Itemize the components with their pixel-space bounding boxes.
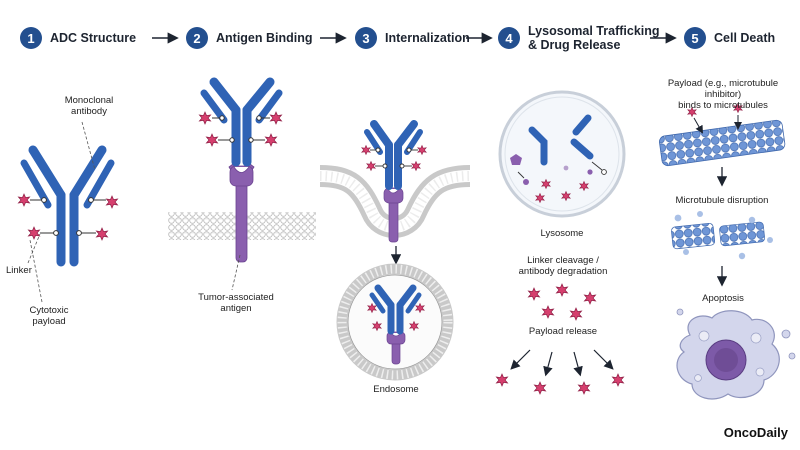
step-1-header: 1 ADC Structure	[20, 27, 136, 49]
step-1-badge: 1	[20, 27, 42, 49]
internalizing-antibody	[364, 120, 423, 190]
payload-star	[270, 111, 282, 125]
cleavage-label-line1: Linker cleavage /	[527, 255, 599, 266]
antigen-fragment	[510, 154, 522, 165]
bound-antibody	[200, 77, 283, 167]
payload-star	[570, 307, 582, 321]
payload-label-line1: Cytotoxic	[29, 305, 69, 316]
payload-star	[556, 283, 568, 297]
microtubule	[659, 119, 786, 167]
payload-star	[206, 133, 218, 147]
step-5-badge: 5	[684, 27, 706, 49]
antigen-label-line2: antigen	[220, 303, 252, 314]
step-4-title-line2: & Drug Release	[528, 38, 621, 52]
payload-star	[584, 291, 596, 305]
binds-label-line2: binds to microtubules	[678, 100, 768, 111]
antibody-fragments	[528, 114, 594, 166]
payload-star	[578, 381, 590, 395]
endosome-antibody	[369, 284, 422, 335]
payload-star	[366, 161, 376, 171]
step-1-title: ADC Structure	[50, 31, 137, 45]
cleavage-label: Linker cleavage / antibody degradation	[508, 255, 618, 277]
payload-star	[361, 145, 371, 155]
payload-star	[96, 227, 108, 241]
mab-label: Monoclonal antibody	[56, 95, 122, 117]
step-2-title: Antigen Binding	[216, 31, 313, 45]
step-3-title: Internalization	[385, 31, 470, 45]
apoptosis-label: Apoptosis	[702, 293, 744, 304]
antigen-label-line1: Tumor-associated	[198, 292, 274, 303]
mab-leader	[81, 121, 96, 171]
step-5-title: Cell Death	[714, 31, 776, 45]
linker-leader	[27, 233, 41, 264]
lysosome-label: Lysosome	[540, 228, 584, 239]
mab-label-line2: antibody	[71, 106, 107, 117]
cleavage-label-line2: antibody degradation	[518, 266, 608, 277]
payload-star	[18, 193, 30, 207]
payload-star	[496, 373, 508, 387]
endosome-label: Endosome	[373, 384, 419, 395]
antigen-receptor	[228, 163, 255, 263]
disruption-label: Microtubule disruption	[675, 195, 769, 206]
apoptotic-body	[781, 329, 791, 339]
binds-label: Payload (e.g., microtubule inhibitor) bi…	[650, 78, 796, 111]
step-2-header: 2 Antigen Binding	[186, 27, 313, 49]
step-4-badge: 4	[498, 27, 520, 49]
payload-star	[411, 161, 421, 171]
step-4-title-line1: Lysosomal Trafficking	[528, 24, 660, 38]
payload-star	[612, 373, 624, 387]
payload-star	[199, 111, 211, 125]
step-3-badge: 3	[355, 27, 377, 49]
linker-label: Linker	[6, 265, 32, 276]
brand-logo: OncoDaily	[723, 425, 788, 440]
payload-star	[28, 226, 40, 240]
apoptotic-body	[676, 308, 684, 316]
payload-release-label: Payload release	[528, 326, 598, 337]
lysosome-membrane	[498, 90, 626, 218]
payload-star	[534, 381, 546, 395]
internalizing-antigen	[383, 187, 404, 243]
release-arrow	[510, 349, 531, 370]
binds-label-line1: Payload (e.g., microtubule inhibitor)	[667, 78, 779, 100]
step-5-header: 5 Cell Death	[684, 27, 775, 49]
antigen-leader	[231, 254, 241, 291]
step-2-badge: 2	[186, 27, 208, 49]
payload-star	[106, 195, 118, 209]
payload-star	[265, 133, 277, 147]
step-3-header: 3 Internalization	[355, 27, 470, 49]
payload-star	[417, 145, 427, 155]
apoptotic-body	[788, 352, 796, 360]
release-arrow	[573, 351, 583, 377]
release-arrow	[593, 349, 614, 370]
antigen-label: Tumor-associated antigen	[188, 292, 284, 314]
step-4-header: 4 Lysosomal Trafficking & Drug Release	[498, 24, 660, 52]
disrupted-microtubule	[671, 221, 765, 250]
step-4-title: Lysosomal Trafficking & Drug Release	[528, 24, 660, 52]
release-arrow	[543, 351, 553, 377]
adc-antibody	[20, 145, 115, 267]
adc-linkers	[30, 197, 106, 236]
payload-star	[542, 305, 554, 319]
payload-star	[528, 287, 540, 301]
payload-label: Cytotoxic payload	[20, 305, 78, 327]
payload-leader	[29, 239, 43, 303]
mab-label-line1: Monoclonal	[64, 95, 114, 106]
payload-label-line2: payload	[32, 316, 66, 327]
